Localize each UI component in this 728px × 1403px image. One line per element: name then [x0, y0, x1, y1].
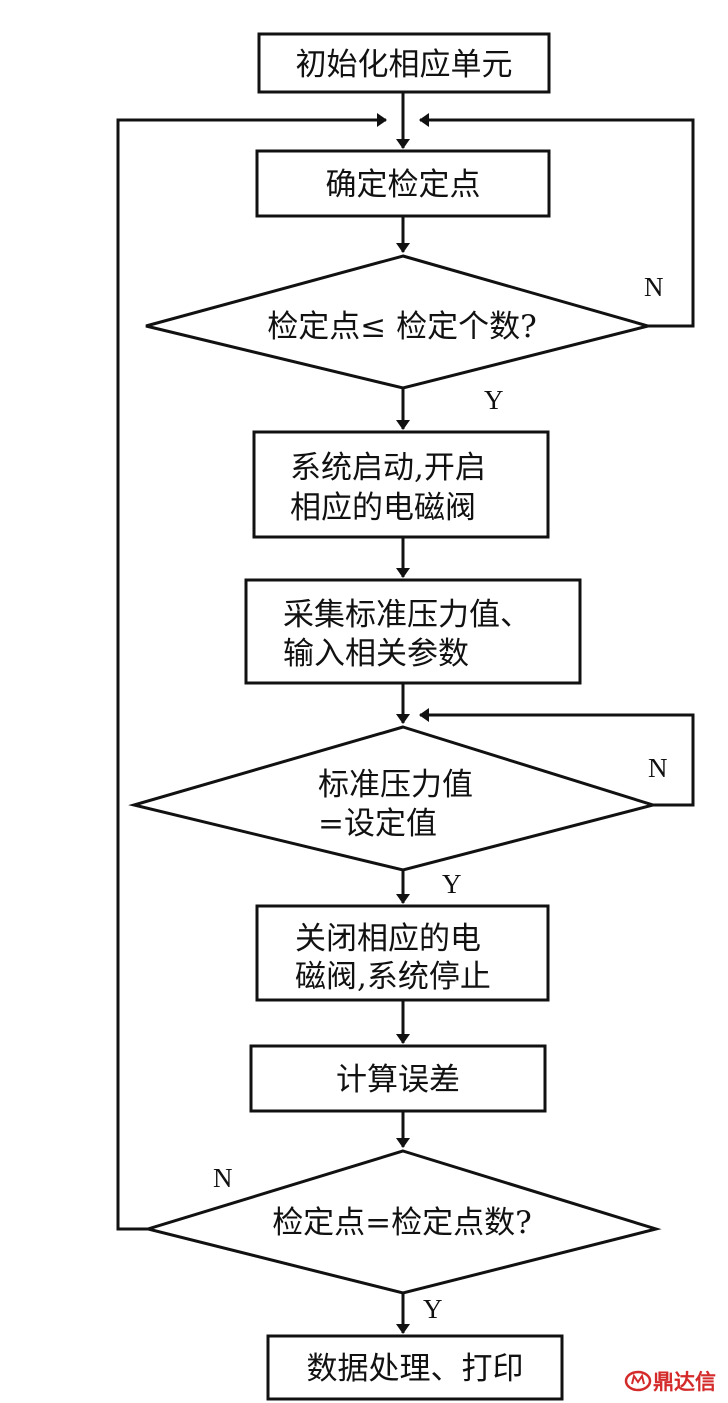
close-valve-line1: 关闭相应的电: [295, 921, 481, 957]
watermark-logo-icon: [624, 1370, 652, 1392]
process-print-box: [266, 1334, 564, 1401]
final-yes-label: Y: [423, 1294, 443, 1324]
check-no-label: N: [644, 272, 664, 302]
node-check-point-count: 检定点≤ 检定个数?: [145, 254, 654, 390]
node-start-system: 系统启动,开启 相应的电磁阀: [252, 430, 550, 539]
pressure-no-label: N: [648, 753, 668, 783]
branch-labels: N Y N Y N Y: [213, 272, 668, 1324]
start-system-line1: 系统启动,开启: [290, 450, 486, 486]
check-yes-label: Y: [484, 385, 504, 415]
determine-point-box: [255, 149, 551, 218]
watermark: 鼎达信: [624, 1370, 716, 1394]
calc-error-box: [249, 1044, 547, 1113]
edge-final-no-loop: [116, 113, 387, 1231]
edge-pressure-no-loop: [419, 708, 695, 807]
check-point-count-text: 检定点≤ 检定个数?: [267, 309, 536, 345]
check-point-count-diamond: [145, 254, 654, 390]
node-pressure-check: 标准压力值 =设定值: [128, 725, 659, 872]
node-calc-error: 计算误差: [249, 1044, 547, 1113]
edge-check-no-loop: [419, 113, 695, 328]
close-valve-box: [255, 904, 550, 1002]
init-box: [257, 32, 551, 94]
final-check-diamond: [142, 1149, 662, 1295]
determine-point-text: 确定检定点: [326, 167, 481, 203]
pressure-check-diamond: [128, 725, 659, 872]
start-system-line2: 相应的电磁阀: [290, 490, 476, 526]
node-determine-point: 确定检定点: [255, 149, 551, 218]
final-check-text: 检定点=检定点数?: [272, 1205, 532, 1241]
init-text: 初始化相应单元: [296, 47, 513, 83]
pressure-yes-label: Y: [442, 869, 462, 899]
node-process-print: 数据处理、打印: [266, 1334, 564, 1401]
watermark-text: 鼎达信: [653, 1370, 716, 1394]
node-close-valve: 关闭相应的电 磁阀,系统停止: [255, 904, 550, 1002]
pressure-check-line2: =设定值: [318, 806, 437, 842]
node-collect: 采集标准压力值、 输入相关参数: [244, 578, 582, 685]
collect-line1: 采集标准压力值、: [283, 597, 531, 633]
node-final-check: 检定点=检定点数?: [142, 1149, 662, 1295]
process-print-text: 数据处理、打印: [307, 1351, 524, 1387]
node-init: 初始化相应单元: [257, 32, 551, 94]
close-valve-line2: 磁阀,系统停止: [295, 959, 491, 995]
start-system-box: [252, 430, 550, 539]
edges: [116, 92, 695, 1334]
calc-error-text: 计算误差: [336, 1062, 460, 1098]
final-no-label: N: [213, 1163, 233, 1193]
collect-box: [244, 578, 582, 685]
pressure-check-line1: 标准压力值: [318, 767, 473, 803]
collect-line2: 输入相关参数: [283, 636, 469, 672]
